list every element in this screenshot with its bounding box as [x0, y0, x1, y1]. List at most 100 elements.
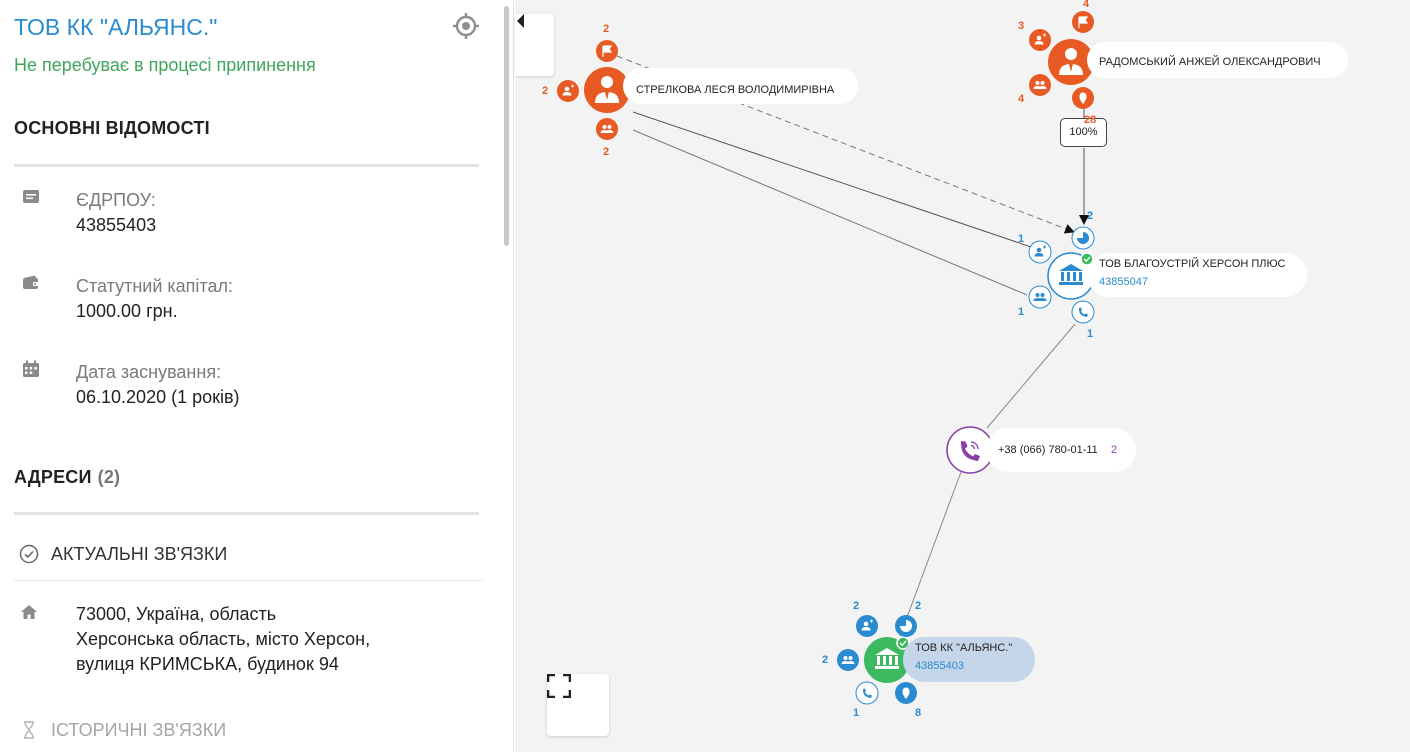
actual-links-tab[interactable]: АКТУАЛЬНІ ЗВ'ЯЗКИ	[51, 544, 228, 564]
node-phone[interactable]	[946, 426, 994, 474]
node-radomsky-pill[interactable]	[1087, 42, 1348, 78]
phone-call-icon	[961, 441, 980, 461]
node-phone-pill[interactable]	[986, 428, 1136, 472]
add-person-icon	[861, 619, 873, 631]
add-person-icon	[1034, 245, 1046, 257]
badge-count: 2	[542, 85, 549, 97]
group-badge[interactable]	[837, 649, 859, 671]
add-person-icon	[1034, 33, 1046, 45]
node-blagoustriy[interactable]	[1028, 226, 1095, 324]
person-icon	[595, 76, 619, 103]
founding-date-value: 06.10.2020 (1 років)	[76, 387, 240, 407]
phone-badge[interactable]	[855, 681, 879, 705]
node-strelkova-pill[interactable]	[623, 68, 858, 104]
badge-count: 2	[915, 600, 922, 612]
person-icon	[1059, 48, 1083, 75]
badge-count: 28	[1084, 114, 1097, 126]
address-line: 73000, Україна, область	[76, 604, 277, 624]
badge-count: 2	[853, 600, 860, 612]
group-badge[interactable]	[1029, 74, 1051, 96]
bank-icon	[1059, 264, 1083, 285]
edge-blagoustriy-phone	[986, 323, 1076, 429]
node-alliance-name: ТОВ КК "АЛЬЯНС."	[915, 642, 1013, 654]
address-line: Херсонська область, місто Херсон,	[76, 629, 371, 649]
edge-strelkova-blagoustriy-2	[632, 129, 1028, 296]
caret-left-icon	[517, 14, 524, 28]
check-circle-icon	[19, 544, 39, 564]
bank-icon	[875, 648, 899, 669]
badge-count: 2	[603, 23, 610, 35]
badge-count: 2	[822, 654, 829, 666]
node-alliance-pill[interactable]	[903, 637, 1035, 682]
wallet-icon	[23, 275, 39, 289]
fullscreen-icon	[547, 674, 571, 698]
phone-icon	[1079, 307, 1088, 317]
group-icon	[841, 656, 855, 664]
group-badge[interactable]	[1028, 285, 1052, 309]
location-pin-icon	[902, 687, 910, 699]
company-title: ТОВ КК "АЛЬЯНС."	[14, 14, 218, 40]
locate-target-icon[interactable]	[453, 13, 479, 39]
addresses-count: (2)	[97, 467, 121, 487]
calendar-icon	[23, 360, 39, 377]
add-person-icon	[562, 84, 574, 96]
hourglass-icon	[24, 721, 34, 739]
edge-phone-alliance	[899, 471, 962, 637]
ownership-share-label: 100%	[1060, 118, 1107, 147]
badge-count: 8	[915, 707, 922, 719]
id-card-icon	[23, 190, 39, 203]
badge-count: 1	[1018, 306, 1025, 318]
location-pin-icon	[1079, 92, 1087, 104]
capital-value: 1000.00 грн.	[76, 301, 178, 321]
addresses-heading-label: АДРЕСИ	[14, 467, 92, 487]
badge-count: 4	[1083, 0, 1090, 10]
group-icon	[1033, 81, 1047, 89]
address-line: вулиця КРИМСЬКА, будинок 94	[76, 654, 339, 674]
badge-count: 1	[853, 707, 860, 719]
company-status: Не перебуває в процесі припинення	[14, 55, 316, 75]
edge-strelkova-blagoustriy	[632, 111, 1041, 252]
badge-count: 2	[603, 146, 610, 158]
phone-badge[interactable]	[1071, 300, 1095, 324]
address-text: 73000, Україна, область Херсонська облас…	[76, 602, 496, 677]
collapse-panel-button[interactable]	[515, 14, 554, 76]
section-divider	[14, 512, 479, 515]
edrpou-value: 43855403	[76, 215, 157, 235]
node-blagoustriy-code[interactable]: 43855047	[1099, 276, 1148, 288]
section-divider	[14, 164, 479, 167]
flag-icon	[602, 45, 613, 57]
node-blagoustriy-name: ТОВ БЛАГОУСТРІЙ ХЕРСОН ПЛЮС	[1099, 258, 1286, 270]
badge-count: 4	[1018, 93, 1025, 105]
home-icon	[21, 605, 37, 619]
phone-icon	[863, 688, 872, 698]
group-icon	[600, 125, 614, 133]
pie-chart-icon	[900, 620, 912, 632]
fullscreen-button[interactable]	[547, 674, 609, 736]
capital-label: Статутний капітал:	[76, 276, 233, 296]
node-alliance-code[interactable]: 43855403	[915, 660, 964, 672]
edrpou-label: ЄДРПОУ:	[76, 190, 156, 210]
node-phone-count: 2	[1111, 444, 1118, 456]
graph-canvas[interactable]: СТРЕЛКОВА ЛЕСЯ ВОЛОДИМИРІВНА РАДОМСЬКИЙ …	[515, 0, 1410, 752]
badge-count: 1	[1087, 328, 1094, 340]
flag-icon	[1078, 16, 1089, 28]
company-details-panel: ТОВ КК "АЛЬЯНС." Не перебуває в процесі …	[0, 0, 514, 752]
badge-count: 2	[1087, 210, 1094, 222]
badge-count: 3	[1018, 20, 1025, 32]
node-strelkova[interactable]	[557, 40, 630, 140]
founding-date-label: Дата заснування:	[76, 362, 222, 382]
historic-links-tab[interactable]: ІСТОРИЧНІ ЗВ'ЯЗКИ	[51, 720, 227, 740]
node-strelkova-name: СТРЕЛКОВА ЛЕСЯ ВОЛОДИМИРІВНА	[636, 84, 835, 96]
node-radomsky[interactable]	[1029, 11, 1094, 109]
row-divider	[14, 580, 483, 581]
node-blagoustriy-pill[interactable]	[1087, 253, 1307, 297]
addresses-heading: АДРЕСИ(2)	[14, 467, 120, 488]
node-radomsky-name: РАДОМСЬКИЙ АНЖЕЙ ОЛЕКСАНДРОВИЧ	[1099, 56, 1321, 68]
node-alliance[interactable]	[837, 615, 917, 705]
pie-chart-icon	[1077, 232, 1089, 244]
badge-count: 1	[1018, 233, 1025, 245]
node-phone-number: +38 (066) 780-01-11	[998, 444, 1098, 456]
panel-scrollbar[interactable]	[504, 6, 509, 246]
group-badge[interactable]	[596, 118, 618, 140]
